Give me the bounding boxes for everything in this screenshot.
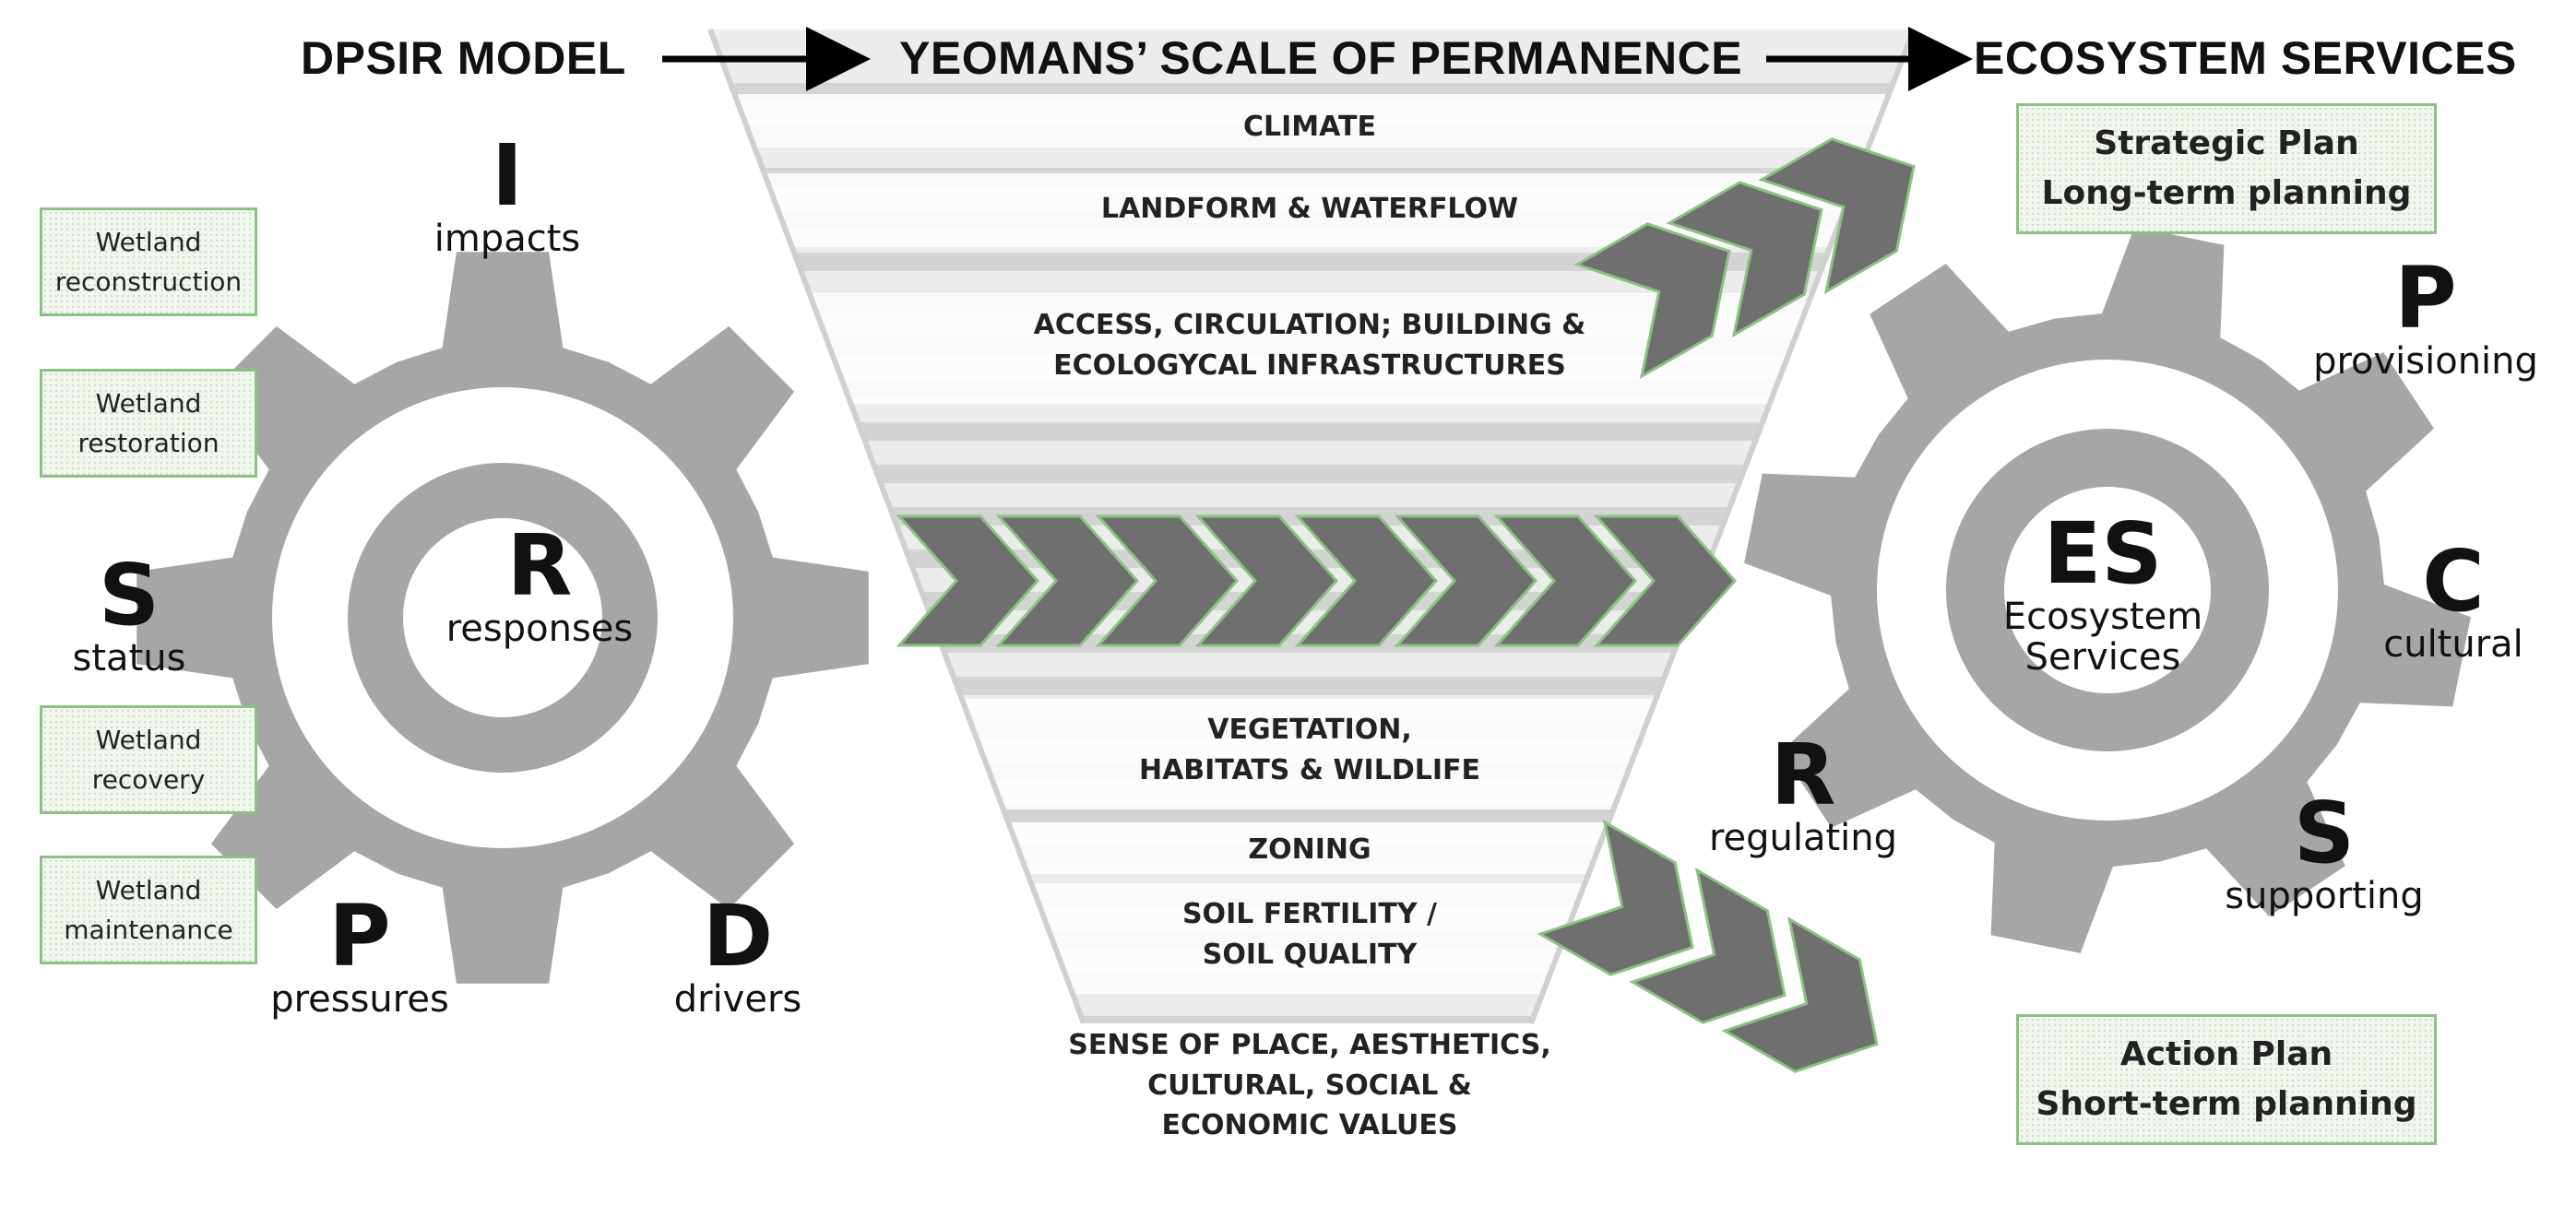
es-supporting: S supporting [2225, 784, 2424, 917]
chevron-arrow [1537, 819, 1694, 976]
es-center-label: ES Ecosystem Services [2002, 504, 2203, 679]
chevron-arrow [1721, 916, 1879, 1073]
level-sense-of-place: SENSE OF PLACE, AESTHETICS, CULTURAL, SO… [1068, 1029, 1551, 1141]
chevron-arrow [1666, 181, 1823, 338]
level-vegetation: VEGETATION, HABITATS & WILDLIFE [1138, 714, 1481, 786]
chevron-arrow [1194, 514, 1339, 647]
ecosystem-services-gear [1744, 227, 2471, 953]
dpsir-gear [137, 252, 869, 984]
dpsir-drivers: D drivers [673, 887, 802, 1021]
dpsir-impacts: I impacts [433, 126, 581, 260]
funnel-stripe [710, 677, 1914, 695]
es-provisioning: P provisioning [2313, 249, 2538, 383]
level-climate: CLIMATE [1243, 111, 1376, 143]
chevron-arrow [1758, 137, 1916, 295]
chevron-arrow [1593, 514, 1738, 647]
es-regulating: R regulating [1708, 726, 1898, 859]
level-access: ACCESS, CIRCULATION; BUILDING & ECOLOGYC… [1033, 309, 1586, 382]
es-cultural: C cultural [2383, 532, 2523, 666]
chevron-arrow [1095, 514, 1240, 647]
level-soil: SOIL FERTILITY / SOIL QUALITY [1181, 898, 1438, 971]
chevron-arrow [1573, 222, 1731, 380]
chevron-arrow-row-lower [1537, 819, 1879, 1073]
header-yeomans-scale: YEOMANS’ SCALE OF PERMANENCE [899, 32, 1743, 84]
dpsir-pressures: P pressures [270, 887, 449, 1021]
funnel-stripe [710, 422, 1914, 441]
chevron-arrow [995, 514, 1140, 647]
chevron-arrow [1493, 514, 1638, 647]
header-dpsir-model: DPSIR MODEL [301, 32, 626, 84]
funnel-label-band [710, 94, 1914, 148]
chevron-arrow-row-middle [896, 514, 1738, 647]
chevron-arrow [1629, 867, 1787, 1024]
chevron-arrow [1394, 514, 1538, 647]
level-zoning: ZONING [1248, 833, 1371, 866]
dpsir-status: S status [72, 546, 186, 679]
header-ecosystem-services: ECOSYSTEM SERVICES [1974, 32, 2517, 84]
chevron-arrow-row-upper [1573, 137, 1916, 380]
funnel-stripe [710, 465, 1914, 483]
funnel-stripe [710, 1016, 1914, 1023]
level-landform: LANDFORM & WATERFLOW [1100, 193, 1519, 225]
chevron-arrow [1294, 514, 1439, 647]
chevron-arrow [896, 514, 1040, 647]
dpsir-responses: R responses [445, 516, 634, 650]
